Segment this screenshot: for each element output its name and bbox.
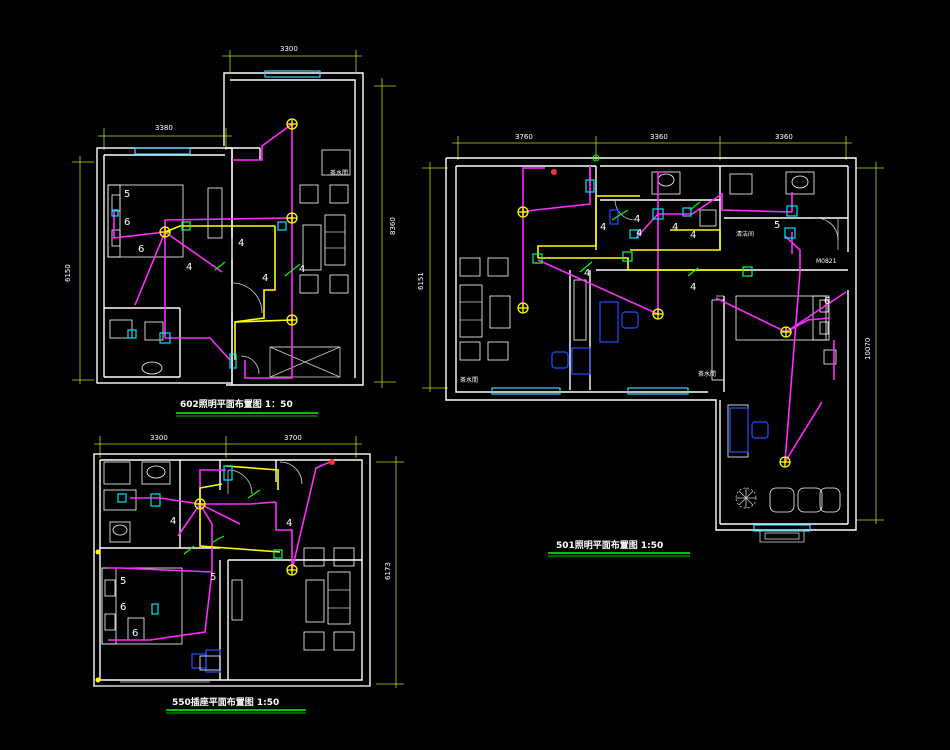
plan-501-room-small: 清洁间: [736, 230, 754, 238]
plan-550-furniture: [101, 461, 355, 673]
plan-602-title: 602照明平面布置图 1：50: [180, 398, 293, 410]
plan-602-furniture: 茶水間: [107, 149, 351, 375]
plan-602-circuit-label: 5: [124, 189, 130, 200]
plan-602-circuit-label: 4: [299, 264, 305, 275]
plan-501-circuit-numbers: 4 4 4 4 4 4 4 5 6: [584, 214, 830, 307]
plan-501-circuit-label: 4: [600, 222, 606, 233]
plan-501-room-m: M0821: [816, 258, 837, 265]
plan-501-dim-top: 3760: [515, 133, 533, 141]
plan-602-circuit-label: 4: [262, 273, 268, 284]
plan-501-dim-top: 3360: [650, 133, 668, 141]
plan-550-circuits: [108, 461, 331, 641]
plan-550-fixtures: [95, 459, 335, 683]
plan-501-circuit-label: 5: [774, 220, 780, 231]
plan-501-windows: [491, 387, 811, 532]
plan-602-circuit-label: 6: [138, 244, 144, 255]
plan-550-circuit-label: 6: [132, 628, 138, 639]
plan-501-circuit-label: 4: [690, 282, 696, 293]
plan-501-circuit-label: 6: [824, 296, 830, 307]
plan-550-title: 550插座平面布置图 1:50: [172, 696, 279, 708]
plan-602-windows: [134, 70, 321, 155]
plan-602-dim-top: 3300: [280, 45, 298, 53]
plan-550-walls: [93, 453, 371, 687]
plan-501-title: 501照明平面布置图 1:50: [556, 539, 663, 551]
plan-501-circuit-label: 4: [672, 222, 678, 233]
plan-602-circuit-label: 4: [186, 262, 192, 273]
plan-602-room-tea: 茶水間: [330, 169, 348, 177]
plan-602-circuit-label: 6: [124, 217, 130, 228]
plan-501-title-block: 501照明平面布置图 1:50: [548, 539, 690, 557]
plan-501-circuit-label: 4: [636, 228, 642, 239]
plan-501-circuit-label: 4: [584, 268, 590, 279]
plan-550: 3300 3700 6173: [93, 434, 404, 714]
plan-602: 3300 3380 6150 8360: [64, 45, 397, 417]
plan-501-furniture: 茶水間 茶水間 M0821 清洁间: [459, 171, 841, 513]
plan-602-circuit-label: 4: [238, 238, 244, 249]
plan-550-circuit-label: 6: [120, 602, 126, 613]
plan-602-walls: [96, 72, 364, 386]
plan-550-circuit-label: 5: [210, 572, 216, 583]
plan-602-title-block: 602照明平面布置图 1：50: [176, 398, 318, 417]
plan-501-fixtures: [517, 154, 798, 468]
plan-602-fixtures: [111, 118, 298, 369]
plan-501-dim-right-side: 10070: [864, 338, 872, 360]
plan-602-dim-right-side: 8360: [389, 217, 397, 235]
plan-501: 3760 3360 3360 6151 10070: [417, 133, 884, 557]
plan-550-title-block: 550插座平面布置图 1:50: [166, 696, 306, 714]
plan-550-dim-top: 3300: [150, 434, 168, 442]
plan-501-circuits: [522, 166, 847, 463]
plan-501-circuit-label: 4: [634, 214, 640, 225]
plan-501-dimensions: 3760 3360 3360 6151 10070: [417, 133, 884, 524]
plan-501-room-tea-left: 茶水間: [460, 376, 478, 384]
plan-501-dim-top: 3360: [775, 133, 793, 141]
plan-550-circuit-numbers: 4 4 5 5 6 6: [120, 516, 292, 639]
plan-501-circuit-label: 4: [690, 230, 696, 241]
plan-550-circuit-label: 4: [170, 516, 176, 527]
plan-602-dim-left-side: 6150: [64, 264, 72, 282]
plan-550-circuit-label: 5: [120, 576, 126, 587]
plan-501-dim-left-side: 6151: [417, 272, 425, 290]
plan-550-circuit-label: 4: [286, 518, 292, 529]
plan-602-circuit-numbers: 5 6 6 4 4 4 4: [124, 189, 305, 284]
plan-602-dimensions: 3300 3380 6150 8360: [64, 45, 397, 388]
plan-501-room-tea-right: 茶水間: [698, 370, 716, 378]
plan-550-dim-right-side: 6173: [384, 562, 392, 580]
plan-550-dim-top: 3700: [284, 434, 302, 442]
plan-550-dimensions: 3300 3700 6173: [94, 434, 404, 688]
plan-602-dim-left-top: 3380: [155, 124, 173, 132]
